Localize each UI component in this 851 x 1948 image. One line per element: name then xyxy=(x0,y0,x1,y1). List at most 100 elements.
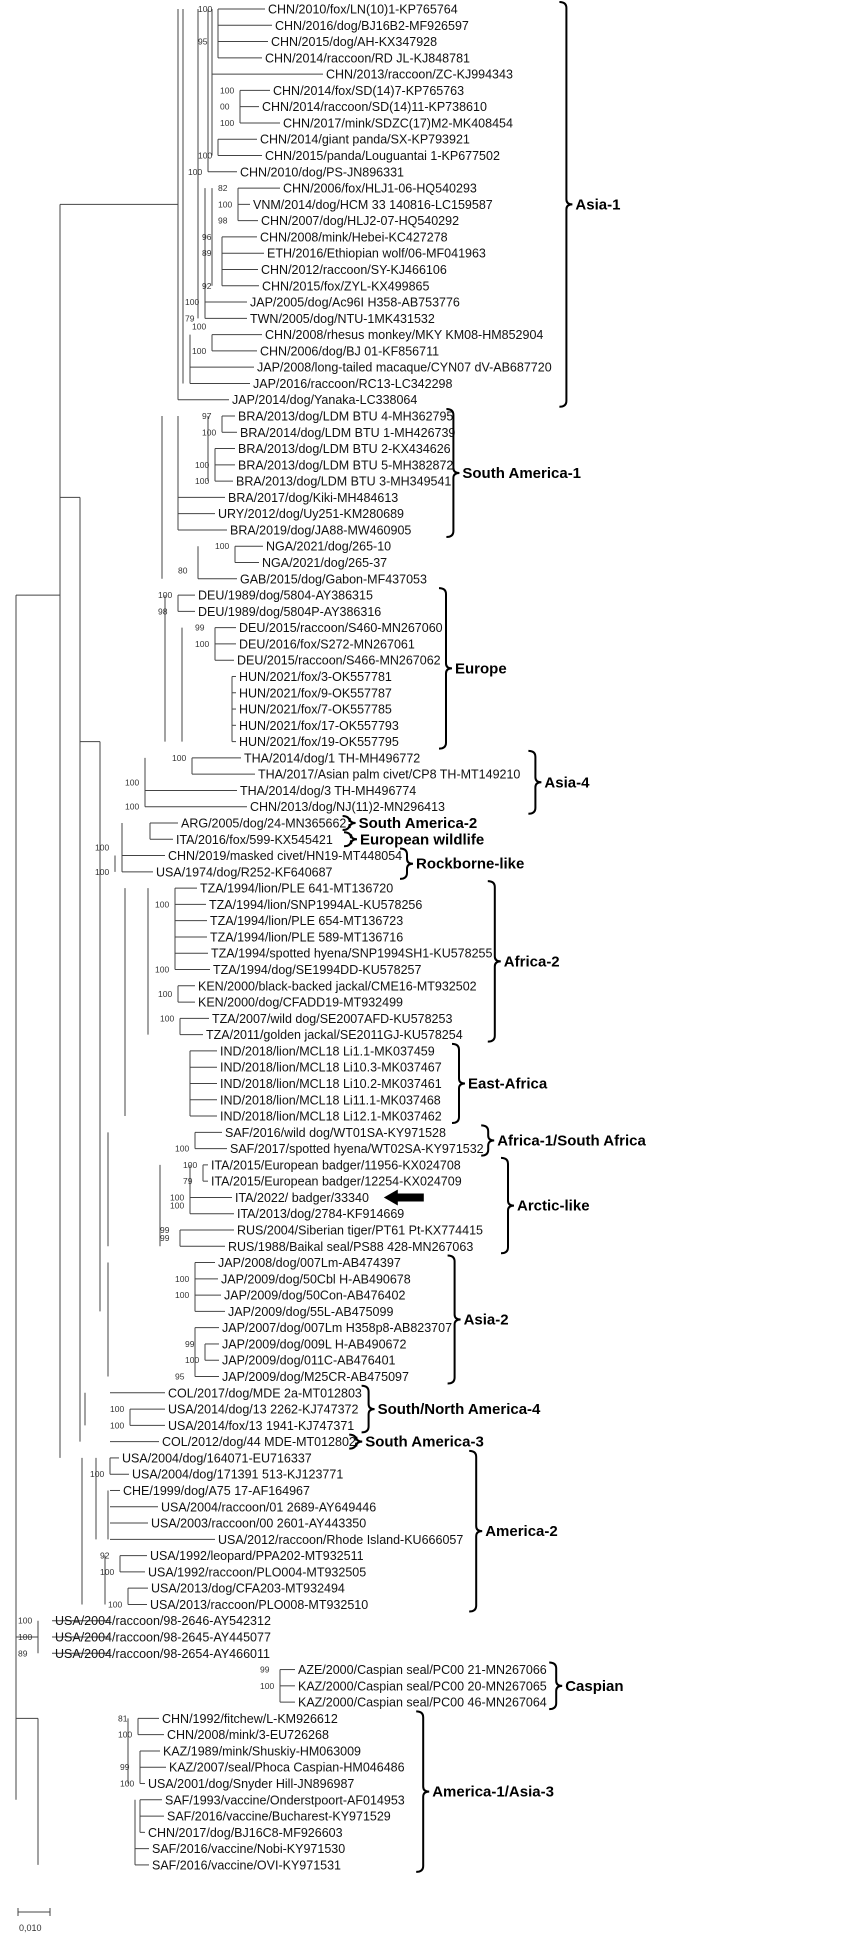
bootstrap-value: 100 xyxy=(198,4,212,14)
bootstrap-value: 100 xyxy=(18,1632,32,1642)
clade-label: Asia-1 xyxy=(575,196,620,213)
leaf-label: TWN/2005/dog/NTU-1MK431532 xyxy=(250,312,435,326)
clade-label: European wildlife xyxy=(360,831,484,848)
bootstrap-value: 100 xyxy=(183,1160,197,1170)
leaf-label: SAF/2016/vaccine/Bucharest-KY971529 xyxy=(167,1810,391,1824)
bootstrap-value: 97 xyxy=(202,411,212,421)
bootstrap-value: 100 xyxy=(160,1013,174,1023)
leaf-label: NGA/2021/dog/265-10 xyxy=(266,540,391,554)
leaf-label: SAF/1993/vaccine/Onderstpoort-AF014953 xyxy=(165,1793,405,1807)
bootstrap-value: 100 xyxy=(170,1192,184,1202)
leaf-label: JAP/2009/dog/50Con-AB476402 xyxy=(224,1289,405,1303)
bootstrap-value: 100 xyxy=(95,842,109,852)
leaf-label: TZA/1994/lion/SNP1994AL-KU578256 xyxy=(209,898,422,912)
leaf-label: VNM/2014/dog/HCM 33 140816-LC159587 xyxy=(253,198,493,212)
clade-label: South America-1 xyxy=(462,465,581,482)
leaf-label: USA/2004/raccoon/98-2645-AY445077 xyxy=(55,1631,271,1645)
bootstrap-value: 95 xyxy=(175,1372,185,1382)
leaf-label: JAP/2009/dog/M25CR-AB475097 xyxy=(222,1370,409,1384)
bootstrap-value: 100 xyxy=(185,1355,199,1365)
leaf-label: USA/2004/dog/164071-EU716337 xyxy=(122,1451,312,1465)
leaf-label: USA/2003/raccoon/00 2601-AY443350 xyxy=(151,1517,366,1531)
clade-label: Rockborne-like xyxy=(416,856,524,873)
leaf-label: BRA/2013/dog/LDM BTU 4-MH362795 xyxy=(238,410,453,424)
leaf-label: USA/2004/dog/171391 513-KJ123771 xyxy=(132,1468,343,1482)
leaf-label: DEU/2015/raccoon/S460-MN267060 xyxy=(239,621,443,635)
bootstrap-value: 99 xyxy=(160,1233,170,1243)
leaf-label: HUN/2021/fox/3-OK557781 xyxy=(239,670,392,684)
bootstrap-value: 100 xyxy=(215,541,229,551)
leaf-label: CHN/2014/raccoon/RD JL-KJ848781 xyxy=(265,51,470,65)
leaf-label: USA/2004/raccoon/01 2689-AY649446 xyxy=(161,1500,376,1514)
leaf-label: JAP/2009/dog/009L H-AB490672 xyxy=(222,1337,406,1351)
leaf-label: CHN/2013/dog/NJ(11)2-MN296413 xyxy=(250,800,445,814)
bootstrap-value: 100 xyxy=(95,867,109,877)
leaf-labels: CHN/2010/fox/LN(10)1-KP765764CHN/2016/do… xyxy=(55,3,552,1873)
bootstrap-value: 99 xyxy=(160,1225,170,1235)
leaf-label: BRA/2013/dog/LDM BTU 3-MH349541 xyxy=(236,475,451,489)
leaf-label: CHN/2014/fox/SD(14)7-KP765763 xyxy=(273,84,464,98)
bootstrap-value: 99 xyxy=(120,1762,130,1772)
arrow-icon xyxy=(383,1189,424,1206)
clade-label: America-2 xyxy=(485,1523,558,1540)
scale-label: 0,010 xyxy=(19,1923,42,1933)
clade-label: Africa-2 xyxy=(504,953,560,970)
leaf-label: HUN/2021/fox/19-OK557795 xyxy=(239,735,399,749)
leaf-label: USA/2012/raccoon/Rhode Island-KU666057 xyxy=(218,1533,463,1547)
leaf-label: JAP/2009/dog/55L-AB475099 xyxy=(228,1305,393,1319)
leaf-label: JAP/2005/dog/Ac96I H358-AB753776 xyxy=(250,296,460,310)
clade-bracket xyxy=(500,1156,515,1255)
clade-bracket xyxy=(343,831,358,848)
leaf-label: IND/2018/lion/MCL18 Li1.1-MK037459 xyxy=(220,1044,435,1058)
leaf-label: HUN/2021/fox/9-OK557787 xyxy=(239,686,392,700)
leaf-label: IND/2018/lion/MCL18 Li11.1-MK037468 xyxy=(220,1093,441,1107)
clade-bracket xyxy=(361,1384,375,1434)
leaf-label: CHN/2015/panda/Louguantai 1-KP677502 xyxy=(265,149,500,163)
leaf-label: TZA/1994/lion/PLE 654-MT136723 xyxy=(210,914,403,928)
scale-bar: 0,010 xyxy=(17,1908,51,1933)
clade-label: South/North America-4 xyxy=(378,1401,541,1418)
clade-bracket xyxy=(549,1661,563,1711)
bootstrap-value: 100 xyxy=(125,802,139,812)
leaf-label: RUS/1988/Baikal seal/PS88 428-MN267063 xyxy=(228,1240,473,1254)
leaf-label: JAP/2008/long-tailed macaque/CYN07 dV-AB… xyxy=(257,361,552,375)
bootstrap-value: 100 xyxy=(195,460,209,470)
leaf-label: TZA/1994/lion/PLE 589-MT136716 xyxy=(210,930,403,944)
bootstrap-value: 100 xyxy=(198,151,212,161)
clade-label: Africa-1/South Africa xyxy=(497,1132,646,1149)
leaf-label: ETH/2016/Ethiopian wolf/06-MF041963 xyxy=(267,247,486,261)
bootstrap-value: 100 xyxy=(195,476,209,486)
bootstrap-value: 79 xyxy=(185,313,195,323)
clade-bracket xyxy=(349,1433,363,1450)
leaf-label: KAZ/2000/Caspian seal/PC00 46-MN267064 xyxy=(298,1696,547,1710)
clade-bracket xyxy=(487,880,501,1043)
leaf-label: ITA/2015/European badger/11956-KX024708 xyxy=(211,1158,461,1172)
leaf-label: TZA/2011/golden jackal/SE2011GJ-KU578254 xyxy=(206,1028,463,1042)
bootstrap-value: 79 xyxy=(183,1176,193,1186)
bootstrap-value: 99 xyxy=(195,623,205,633)
bootstrap-value: 100 xyxy=(220,118,234,128)
leaf-label: DEU/1989/dog/5804P-AY386316 xyxy=(198,605,381,619)
arrow-marker-icon xyxy=(383,1189,424,1206)
leaf-label: CHN/2012/raccoon/SY-KJ466106 xyxy=(261,263,447,277)
leaf-label: BRA/2014/dog/LDM BTU 1-MH426739 xyxy=(240,426,455,440)
leaf-label: SAF/2016/vaccine/OVI-KY971531 xyxy=(152,1858,341,1872)
leaf-label: DEU/1989/dog/5804-AY386315 xyxy=(198,589,373,603)
clade-label: Europe xyxy=(455,660,507,677)
bootstrap-value: 80 xyxy=(178,566,188,576)
leaf-label: URY/2012/dog/Uy251-KM280689 xyxy=(218,507,404,521)
leaf-label: THA/2017/Asian palm civet/CP8 TH-MT14921… xyxy=(258,768,520,782)
bootstrap-value: 82 xyxy=(218,183,228,193)
bootstrap-value: 99 xyxy=(185,1339,195,1349)
clade-label: Asia-4 xyxy=(544,774,590,791)
leaf-label: ARG/2005/dog/24-MN365662 xyxy=(181,817,346,831)
leaf-label: KEN/2000/dog/CFADD19-MT932499 xyxy=(198,996,403,1010)
bootstrap-value: 100 xyxy=(155,965,169,975)
bootstrap-value: 100 xyxy=(175,1274,189,1284)
leaf-label: DEU/2016/fox/S272-MN267061 xyxy=(239,637,415,651)
leaf-label: USA/2013/dog/CFA203-MT932494 xyxy=(151,1582,345,1596)
leaf-label: THA/2014/dog/1 TH-MH496772 xyxy=(244,751,420,765)
bootstrap-value: 100 xyxy=(202,427,216,437)
